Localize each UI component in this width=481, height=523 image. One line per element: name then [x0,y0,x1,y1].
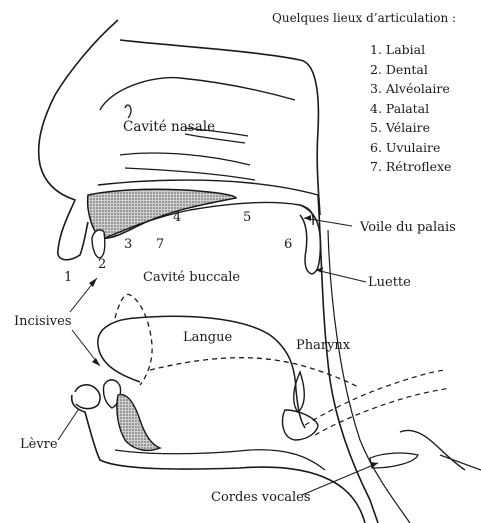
label-nasal-cavity: Cavité nasale [123,120,215,135]
label-lip: Lèvre [20,437,58,452]
label-pharynx: Pharynx [296,338,350,353]
larynx-dashed-2 [315,388,450,435]
legend-item: 3. Alvéolaire [370,79,451,99]
place-number-4: 4 [173,210,181,225]
retroflex-tongue-dashed [115,294,152,385]
legend-item: 1. Labial [370,40,451,60]
leader-cordes [302,463,378,495]
leader-luette [316,270,366,282]
neck-inner [115,450,325,470]
place-number-2: 2 [98,257,106,272]
mandible-bone [117,395,160,451]
arrowhead-incisives-upper [89,278,97,287]
label-soft-palate: Voile du palais [360,220,456,235]
label-tongue: Langue [183,330,232,345]
leader-lip [58,410,78,440]
places-of-articulation-legend: 1. Labial 2. Dental 3. Alvéolaire 4. Pal… [370,40,451,177]
larynx-dashed-1 [305,370,445,425]
leader-voile [304,218,352,226]
nasal-concha-1 [125,105,131,118]
legend-item: 7. Rétroflexe [370,157,451,177]
label-vocal-cords: Cordes vocales [211,490,311,505]
nasal-concha-5 [125,168,255,180]
nasal-concha-3 [185,134,245,143]
legend-item: 2. Dental [370,60,451,80]
place-number-6: 6 [284,237,292,252]
legend-title: Quelques lieux d’articulation : [272,11,456,25]
trachea-front [400,430,465,470]
place-number-1: 1 [64,270,72,285]
legend-item: 5. Vélaire [370,118,451,138]
label-incisors: Incisives [14,314,71,329]
nasal-concha-4 [120,153,250,165]
pharynx-back-wall [318,195,378,523]
arrowhead-incisives-lower [92,358,100,366]
place-number-5: 5 [243,210,251,225]
legend-item: 4. Palatal [370,99,451,119]
place-number-7: 7 [156,237,164,252]
trachea-line [440,455,481,470]
hard-palate [88,189,236,238]
lower-lip [75,385,100,409]
label-oral-cavity: Cavité buccale [143,270,240,285]
place-number-3: 3 [124,237,132,252]
label-uvula: Luette [368,275,411,290]
arrowhead-cordes [370,462,378,468]
upper-incisor [92,230,105,258]
vocal-cords [370,453,418,468]
legend-item: 6. Uvulaire [370,138,451,158]
arrowhead-voile [304,215,311,221]
